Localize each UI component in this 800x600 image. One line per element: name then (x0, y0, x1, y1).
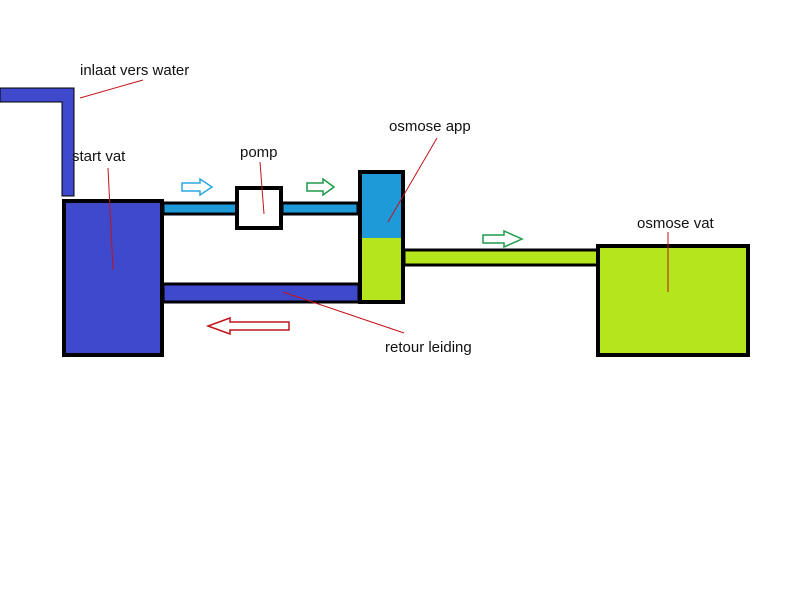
osmosis-unit-bottom (360, 238, 403, 302)
inlet-pipe (0, 87, 75, 197)
start-tank (62, 199, 164, 357)
flow-arrow-red-return (205, 316, 290, 336)
return-line-pointer (282, 291, 405, 334)
label-start-tank: start vat (72, 148, 126, 165)
pump-box (235, 186, 283, 230)
osmosis-unit-pointer (387, 137, 438, 223)
label-pump: pomp (240, 144, 278, 161)
osmosis-unit-top (360, 172, 403, 238)
label-inlet: inlaat vers water (80, 62, 189, 79)
supply-pipe-right (280, 201, 360, 216)
osmosis-unit-outline (358, 170, 405, 304)
flow-arrow-green-2 (482, 229, 524, 249)
label-osmosis-unit: osmose app (389, 118, 471, 135)
inlet-pointer (79, 79, 144, 99)
flow-arrow-green-1 (306, 177, 336, 197)
pump-pointer (259, 161, 265, 215)
output-pipe (402, 248, 600, 267)
start-tank-pointer (107, 167, 114, 271)
osmosis-tank (596, 244, 750, 357)
supply-pipe-left (161, 201, 239, 216)
flow-arrow-blue-1 (181, 177, 214, 197)
label-osmosis-tank: osmose vat (637, 215, 715, 232)
return-pipe (161, 282, 361, 304)
label-return-line: retour leiding (385, 339, 472, 356)
